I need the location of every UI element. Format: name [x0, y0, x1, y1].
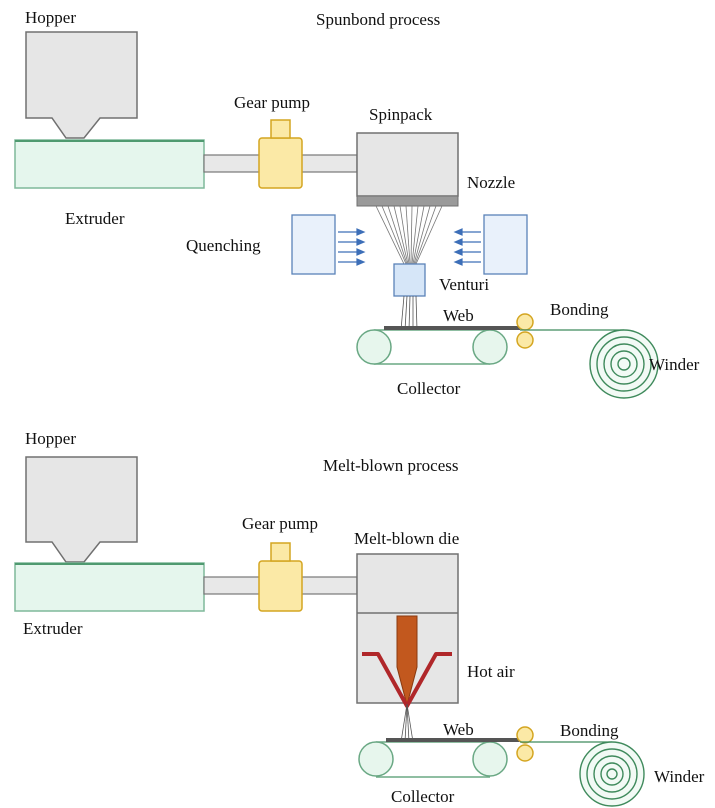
gear-pump-cap-2 — [270, 542, 291, 562]
hopper-2 — [25, 456, 138, 563]
web-layer-2 — [386, 738, 520, 742]
bonding-roller-top — [516, 313, 534, 331]
bonding-label: Bonding — [550, 300, 609, 319]
collector — [356, 329, 508, 365]
spunbond-section: Spunbond process Hopper Extruder Gear pu… — [14, 8, 700, 399]
die-label: Melt-blown die — [354, 529, 459, 548]
hopper — [25, 31, 138, 139]
web-label: Web — [443, 306, 474, 325]
extruder-label-2: Extruder — [23, 619, 83, 638]
spinpack — [356, 132, 459, 197]
venturi-label: Venturi — [439, 275, 489, 294]
fiber-stream — [400, 295, 418, 331]
bonding-label-2: Bonding — [560, 721, 619, 740]
web-layer — [384, 326, 520, 330]
filaments — [375, 205, 443, 265]
meltblown-title: Melt-blown process — [323, 456, 459, 475]
polymer-channel — [396, 615, 418, 707]
quench-arrows-left — [338, 228, 366, 266]
extruder-2 — [14, 562, 205, 612]
bonding-roller-top-2 — [516, 726, 534, 744]
quench-box-right — [483, 214, 528, 275]
winder-label-2: Winder — [654, 767, 705, 786]
meltblown-section: Melt-blown process Hopper Extruder Gear … — [14, 429, 705, 807]
nozzle-label: Nozzle — [467, 173, 515, 192]
gear-pump-2 — [258, 560, 303, 612]
quenching-label: Quenching — [186, 236, 261, 255]
extruder — [14, 139, 205, 189]
quench-box-left — [291, 214, 336, 275]
winder-2 — [579, 741, 645, 807]
gear-pump — [258, 137, 303, 189]
venturi — [393, 263, 426, 297]
spinpack-label: Spinpack — [369, 105, 433, 124]
fiber-stream-2 — [400, 703, 414, 743]
bonding-roller-bottom — [516, 331, 534, 349]
winder-label: Winder — [649, 355, 700, 374]
nozzle-plate — [356, 195, 459, 207]
collector-label-2: Collector — [391, 787, 455, 806]
extruder-label: Extruder — [65, 209, 125, 228]
collector-label: Collector — [397, 379, 461, 398]
hopper-label: Hopper — [25, 8, 76, 27]
gear-pump-label: Gear pump — [234, 93, 310, 112]
gear-pump-cap — [270, 119, 291, 139]
collector-2 — [358, 741, 508, 778]
web-label-2: Web — [443, 720, 474, 739]
hot-air-label: Hot air — [467, 662, 515, 681]
spunbond-title: Spunbond process — [316, 10, 440, 29]
hopper-label-2: Hopper — [25, 429, 76, 448]
quench-arrows-right — [453, 228, 481, 266]
bonding-roller-bottom-2 — [516, 744, 534, 762]
winder — [589, 329, 659, 399]
gear-pump-label-2: Gear pump — [242, 514, 318, 533]
